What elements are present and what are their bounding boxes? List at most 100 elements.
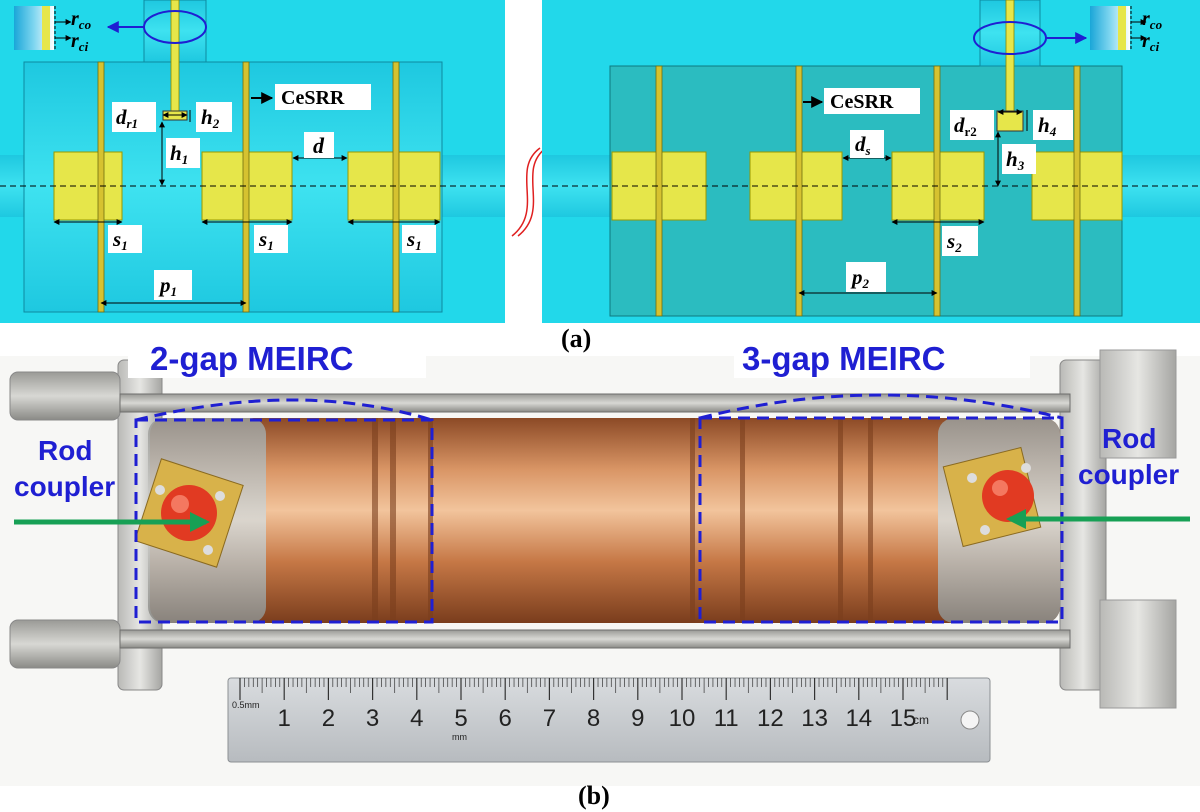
panel-a-left: rco rci CeSRR dr1 h2 h1 d s1 s1 s1	[0, 0, 505, 323]
ruler-number: 5	[454, 705, 467, 732]
right-rco-sub: co	[1150, 17, 1163, 32]
label-2gap-box	[128, 338, 426, 378]
left-top-nut	[9, 371, 121, 421]
left-p1-label: p	[158, 273, 171, 297]
ruler-number: 6	[499, 705, 512, 732]
right-dr2-box	[950, 110, 994, 140]
left-s1c-label: s	[406, 227, 415, 251]
left-s1a-box	[108, 225, 142, 253]
left-p1-sub: 1	[171, 284, 178, 299]
svg-text:p1: p1	[158, 273, 177, 299]
right-top-nut	[1099, 349, 1177, 459]
svg-text:rci: rci	[71, 30, 89, 54]
svg-text:rco: rco	[1142, 8, 1163, 32]
left-coax-inset: rco rci	[14, 6, 92, 54]
right-h4-sub: 4	[1049, 124, 1057, 139]
svg-text:h3: h3	[1006, 147, 1025, 173]
svg-text:dr1: dr1	[116, 105, 138, 131]
left-rci-sub: ci	[79, 39, 89, 54]
label-3gap-box	[734, 338, 1030, 378]
left-s1c-box	[402, 225, 436, 253]
ruler-number: 15	[890, 705, 917, 732]
right-s2-box	[942, 226, 978, 256]
left-coupler-rod	[170, 0, 180, 119]
break-symbol-1	[511, 147, 541, 237]
left-rci-label: r	[71, 30, 79, 52]
svg-text:h2: h2	[201, 105, 220, 131]
rod-left-line2: coupler	[14, 471, 115, 502]
right-ds-box	[850, 130, 884, 158]
left-p1-box	[154, 270, 192, 300]
right-dr2-label: d	[954, 113, 965, 137]
right-cesrr-strip-4	[1073, 65, 1081, 317]
right-s2-label: s	[946, 229, 955, 253]
left-cesrr-strip-3	[392, 61, 400, 313]
bracket-3gap	[699, 393, 1063, 420]
left-s1b-box	[254, 225, 288, 253]
panel-b-photo: 2-gap MEIRC 3-gap MEIRC Rod coupler Rod …	[0, 338, 1200, 786]
right-h4-box	[1033, 110, 1073, 140]
left-rco-sub: co	[79, 17, 92, 32]
right-h3-label: h	[1006, 147, 1018, 171]
right-rci-label: r	[1142, 30, 1150, 52]
left-h2-label: h	[201, 105, 213, 129]
svg-text:rco: rco	[71, 8, 92, 32]
right-cesrr-strip-1	[655, 65, 663, 317]
bracket-2gap	[135, 398, 433, 422]
left-dr1-box	[112, 102, 156, 132]
left-h2-box	[196, 102, 232, 132]
right-coupler-rod	[1005, 0, 1015, 113]
left-s1c-sub: 1	[415, 238, 422, 253]
left-cesrr-label: CeSRR	[281, 87, 345, 109]
ruler-number: 14	[845, 705, 872, 732]
left-rco-label: r	[71, 8, 79, 30]
right-cesrr-strip-3	[933, 65, 941, 317]
left-s1b-label: s	[258, 227, 267, 251]
left-d-box	[304, 132, 334, 158]
ruler-number: 12	[757, 705, 784, 732]
ruler-number: 1	[278, 705, 291, 732]
ruler-number: 13	[801, 705, 828, 732]
left-cesrr-strip-2	[242, 61, 250, 313]
rod-left-line1: Rod	[38, 435, 92, 466]
right-h4-label: h	[1038, 113, 1050, 137]
right-h3-box	[1002, 144, 1036, 174]
svg-text:s1: s1	[258, 227, 274, 253]
svg-text:s1: s1	[112, 227, 128, 253]
ruler-number: 9	[631, 705, 644, 732]
break-symbol-2	[517, 147, 547, 237]
svg-text:rci: rci	[1142, 30, 1160, 54]
caption-a: (a)	[561, 324, 591, 353]
box-3gap	[698, 416, 1064, 624]
left-cesrr-box	[275, 84, 371, 110]
ruler-number: 2	[322, 705, 335, 732]
bottom-threaded-rod	[119, 629, 1071, 649]
caption-b: (b)	[578, 781, 610, 810]
right-cesrr-strip-2	[795, 65, 803, 317]
right-ds-label: d	[855, 132, 866, 156]
ruler-hole	[960, 710, 980, 730]
right-coupler-disk	[996, 110, 1024, 132]
left-dr1-label: d	[116, 105, 127, 129]
svg-text:s2: s2	[946, 229, 962, 255]
rod-right-line1: Rod	[1102, 423, 1156, 454]
label-2gap: 2-gap MEIRC	[150, 340, 354, 377]
ruler-number: 11	[714, 705, 739, 732]
ruler-number: 4	[410, 705, 423, 732]
left-d-label: d	[313, 133, 325, 158]
right-h3-sub: 3	[1017, 158, 1025, 173]
ruler-number: 10	[669, 705, 696, 732]
right-rci-sub: ci	[1150, 39, 1160, 54]
left-h1-label: h	[170, 141, 182, 165]
left-s1a-sub: 1	[121, 238, 128, 253]
rod-right-line2: coupler	[1078, 459, 1179, 490]
right-p2-label: p	[850, 265, 863, 289]
panel-a-right: rco rci CeSRR ds dr2 h4 h3 s2 p2	[542, 0, 1200, 323]
svg-text:p2: p2	[850, 265, 870, 291]
left-s1a-label: s	[112, 227, 121, 251]
right-cesrr-box	[824, 88, 920, 114]
left-h1-sub: 1	[182, 152, 189, 167]
svg-text:h1: h1	[170, 141, 188, 167]
svg-text:h4: h4	[1038, 113, 1057, 139]
